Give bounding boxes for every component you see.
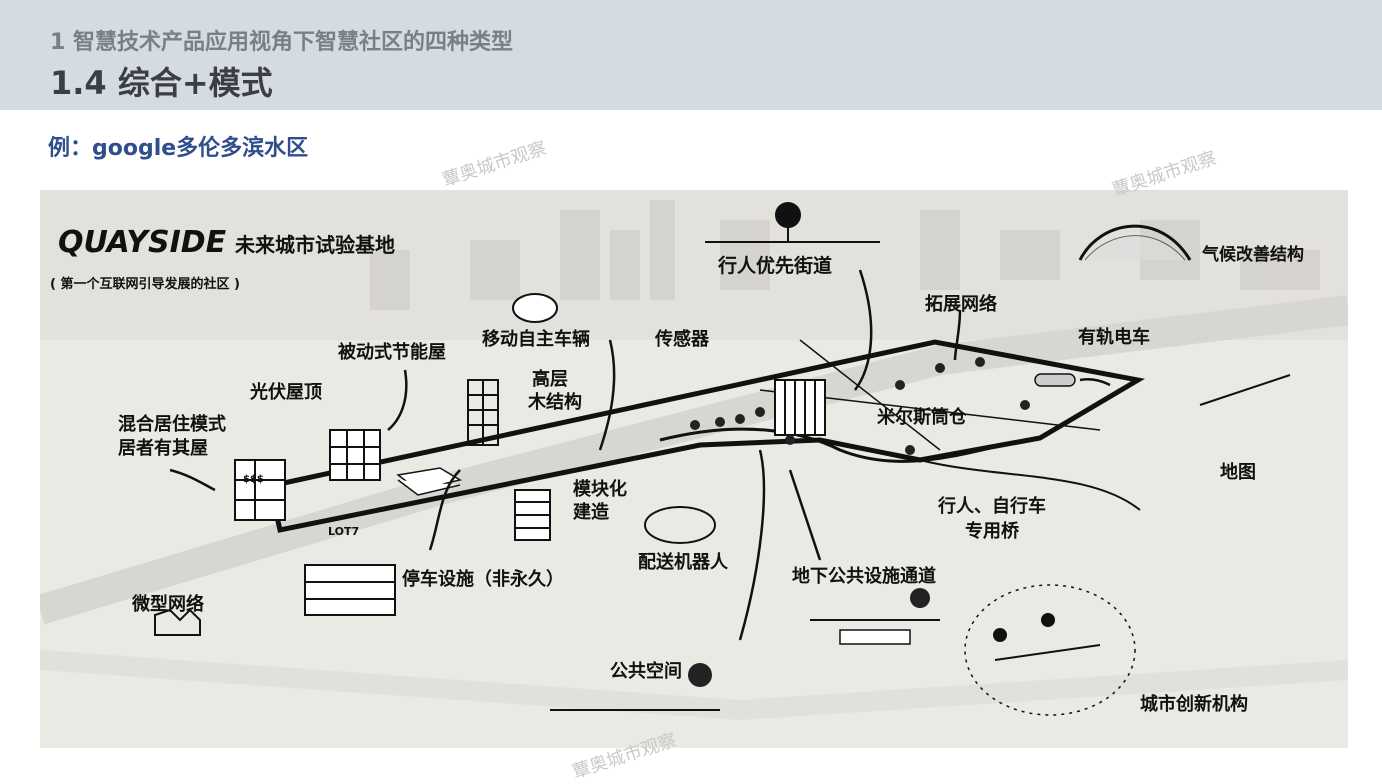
callout-arrows — [169, 269, 1111, 641]
label-public-space: 公共空间 — [610, 660, 682, 682]
quayside-subtitle-zh: 未来城市试验基地 — [235, 233, 395, 257]
parking-structure — [304, 564, 396, 616]
label-pedestrian-street: 行人优先街道 — [717, 254, 832, 277]
delivery-robot — [644, 506, 716, 544]
quayside-illustration: $$$ — [40, 190, 1348, 748]
road-curve — [659, 427, 991, 463]
label-silo: 米尔斯筒仓 — [877, 406, 968, 428]
bridge-line — [919, 459, 1141, 511]
label-solar-roof: 光伏屋顶 — [249, 381, 322, 403]
city-backdrop — [40, 190, 1348, 340]
label-utility-tunnel: 地下公共设施通道 — [792, 565, 936, 587]
label-tall-wood-1: 高层 — [532, 368, 568, 390]
label-bridge-2: 专用桥 — [965, 520, 1020, 542]
label-modular-2: 建造 — [573, 501, 609, 523]
label-map: 地图 — [1220, 461, 1256, 483]
quayside-tagline: ( 第一个互联网引导发展的社区 ) — [50, 276, 240, 292]
label-microgrid: 微型网络 — [131, 593, 204, 615]
label-climate-structure: 气候改善结构 — [1201, 244, 1304, 265]
pedestrian-street-icon — [705, 202, 880, 243]
example-heading: 例：google多伦多滨水区 — [48, 136, 309, 161]
label-bridge-1: 行人、自行车 — [937, 495, 1046, 517]
header-bar: 1 智慧技术产品应用视角下智慧社区的四种类型 1.4 综合+模式 — [0, 0, 1382, 110]
tall-wood-building — [467, 379, 499, 446]
innovation-zone — [964, 584, 1136, 716]
label-tall-wood-2: 木结构 — [527, 391, 582, 413]
vehicle-icon — [512, 293, 558, 323]
label-parking: 停车设施（非永久） — [402, 568, 564, 590]
label-tram: 有轨电车 — [1078, 326, 1150, 348]
solar-roof-building — [329, 429, 381, 481]
label-mixed-housing-1: 混合居住模式 — [118, 413, 226, 435]
modular-block — [514, 489, 551, 541]
dollar-sign-label: $$$ — [243, 474, 264, 485]
label-delivery-robot: 配送机器人 — [638, 551, 729, 573]
watermark: 蕈奥城市观察 — [439, 137, 550, 192]
factory-icon — [154, 608, 201, 636]
silo-building — [774, 379, 826, 436]
label-expand-network: 拓展网络 — [925, 293, 997, 315]
label-lot7: LOT7 — [328, 525, 359, 538]
mixed-housing-building — [234, 459, 286, 521]
stack-building — [396, 467, 462, 496]
label-passive-house: 被动式节能屋 — [338, 341, 446, 363]
label-mobile-vehicle: 移动自主车辆 — [482, 328, 590, 350]
tram-icon — [1034, 373, 1076, 387]
label-innovation: 城市创新机构 — [1140, 693, 1248, 715]
climate-structure-icon — [1078, 224, 1192, 261]
page-title: 1.4 综合+模式 — [50, 64, 273, 102]
label-sensor: 传感器 — [654, 328, 710, 350]
trees — [688, 357, 1030, 687]
label-modular-1: 模块化 — [573, 478, 627, 500]
map-arrow-icon — [1199, 374, 1291, 406]
section-subtitle: 1 智慧技术产品应用视角下智慧社区的四种类型 — [50, 30, 513, 55]
quayside-title: QUAYSIDE — [58, 225, 227, 260]
label-mixed-housing-2: 居者有其屋 — [118, 437, 208, 459]
